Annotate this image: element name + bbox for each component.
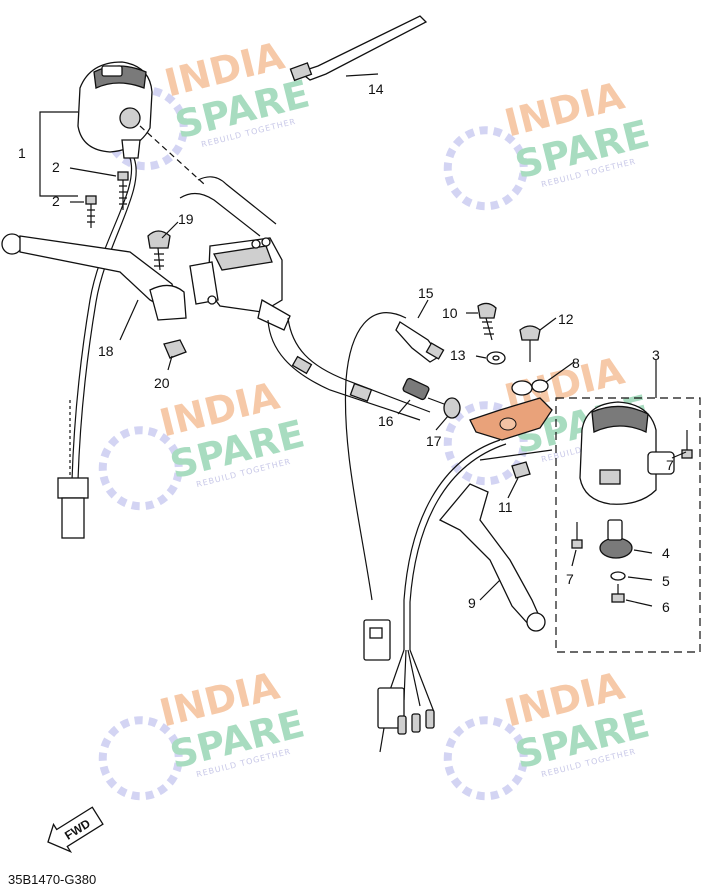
callout-13: 13 (450, 347, 466, 363)
part-nut-20 (163, 339, 187, 359)
part-washer-13 (486, 351, 506, 365)
part-collar-8 (511, 379, 549, 396)
watermark-3: INDIA SPARE REBUILD TOGETHER (98, 373, 309, 511)
part-lever-holder (189, 237, 291, 331)
part-bolt-12 (519, 325, 541, 362)
part-hose (267, 317, 431, 421)
part-cable-tie (289, 15, 428, 82)
callout-6: 6 (662, 599, 670, 615)
part-brake-lever (438, 449, 553, 632)
callout-2a: 2 (52, 159, 60, 175)
left-wire-harness (57, 157, 137, 539)
callout-9: 9 (468, 595, 476, 611)
callout-18: 18 (98, 343, 114, 359)
diagram-code: 35B1470-G380 (8, 872, 96, 886)
callout-11: 11 (498, 499, 513, 515)
callout-1: 1 (18, 145, 26, 161)
callout-20: 20 (154, 375, 170, 391)
part-screw-6 (611, 584, 625, 603)
watermark-group: INDIA SPARE REBUILD TOGETHER INDIA SPARE… (98, 33, 654, 801)
part-screw-7a (681, 430, 693, 459)
callout-7b: 7 (566, 571, 574, 587)
callout-15: 15 (418, 285, 434, 301)
callout-16: 16 (378, 413, 394, 429)
callout-19: 19 (178, 211, 194, 227)
callout-labels: 1 2 2 3 4 5 6 7 7 8 9 10 11 12 13 14 15 … (18, 81, 674, 615)
callout-12: 12 (558, 311, 574, 327)
fwd-arrow: FWD (47, 806, 104, 853)
part-adjuster-16 (402, 377, 445, 405)
callout-2b: 2 (52, 193, 60, 209)
right-wire-harness (363, 439, 507, 753)
part-left-switch (77, 61, 153, 159)
callout-4: 4 (662, 545, 670, 561)
watermark-2: INDIA SPARE REBUILD TOGETHER (443, 73, 654, 211)
part-nut-11 (511, 461, 531, 479)
part-switch-4 (599, 519, 633, 559)
part-bolt-19 (147, 230, 171, 271)
handlebar-tube (139, 125, 277, 237)
part-right-switch (555, 397, 701, 653)
watermark-6: INDIA SPARE REBUILD TOGETHER (443, 663, 654, 801)
part-bolt-10 (477, 302, 497, 341)
part-bracket (469, 397, 553, 441)
leader-lines (39, 73, 687, 607)
callout-5: 5 (662, 573, 670, 589)
part-screw-2b (85, 195, 97, 228)
callout-14: 14 (368, 81, 384, 97)
callout-7a: 7 (666, 457, 674, 473)
callout-8: 8 (572, 355, 580, 371)
part-clutch-lever (1, 233, 187, 321)
part-nut-17 (443, 397, 461, 419)
callout-3: 3 (652, 347, 660, 363)
part-washer-5 (610, 571, 626, 581)
part-brake-switch (344, 312, 445, 601)
part-screw-7b (571, 522, 583, 549)
watermark-5: INDIA SPARE REBUILD TOGETHER (98, 663, 309, 801)
callout-17: 17 (426, 433, 442, 449)
callout-10: 10 (442, 305, 458, 321)
